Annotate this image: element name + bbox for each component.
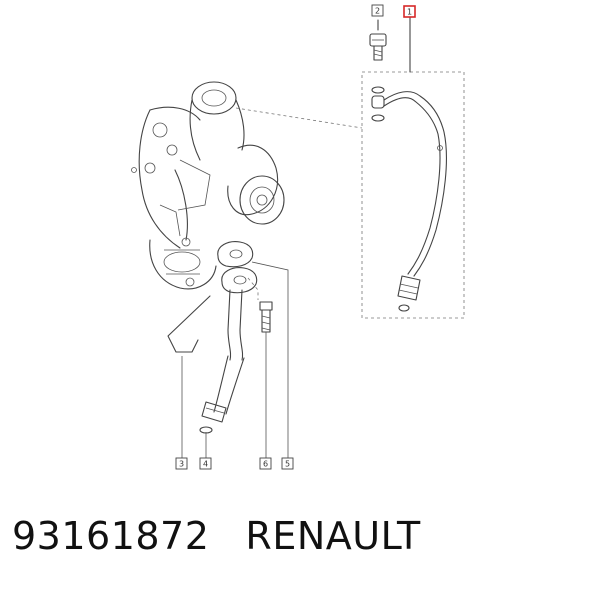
leader-lines [181, 261, 289, 458]
callout-5: 5 [281, 457, 294, 470]
banjo-bolt [369, 19, 387, 61]
turbocharger-illustration [131, 81, 363, 290]
callout-3: 3 [175, 457, 188, 470]
part-1-group-box [361, 71, 465, 319]
svg-text:2: 2 [375, 7, 380, 16]
callout-6: 6 [259, 457, 272, 470]
svg-text:4: 4 [203, 460, 208, 469]
brand-name: RENAULT [245, 514, 421, 558]
callout-4: 4 [199, 457, 212, 470]
part-number: 93161872 [12, 514, 210, 558]
stud-bolt [259, 301, 273, 333]
svg-text:5: 5 [285, 460, 290, 469]
svg-text:3: 3 [179, 460, 184, 469]
svg-text:1: 1 [407, 8, 412, 17]
callout-2: 2 [371, 4, 384, 17]
oil-return-pipe [199, 241, 258, 434]
callout-1: 1 [403, 5, 416, 18]
turbo-oil-line-diagram: 1 2 3 4 6 5 [131, 4, 465, 470]
part-caption: 93161872 RENAULT [12, 514, 421, 558]
svg-text:6: 6 [263, 460, 268, 469]
oil-feed-pipe [371, 86, 447, 312]
bracket-outline [167, 295, 211, 353]
